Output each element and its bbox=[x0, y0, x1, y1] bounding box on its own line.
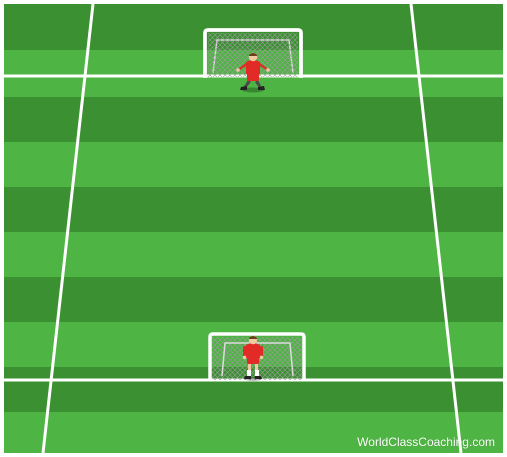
watermark-text: WorldClassCoaching.com bbox=[357, 435, 495, 449]
top-goalkeeper bbox=[236, 52, 270, 93]
left-side-line bbox=[41, 3, 95, 454]
right-side-line bbox=[409, 3, 463, 454]
bottom-goalkeeper bbox=[242, 335, 264, 381]
